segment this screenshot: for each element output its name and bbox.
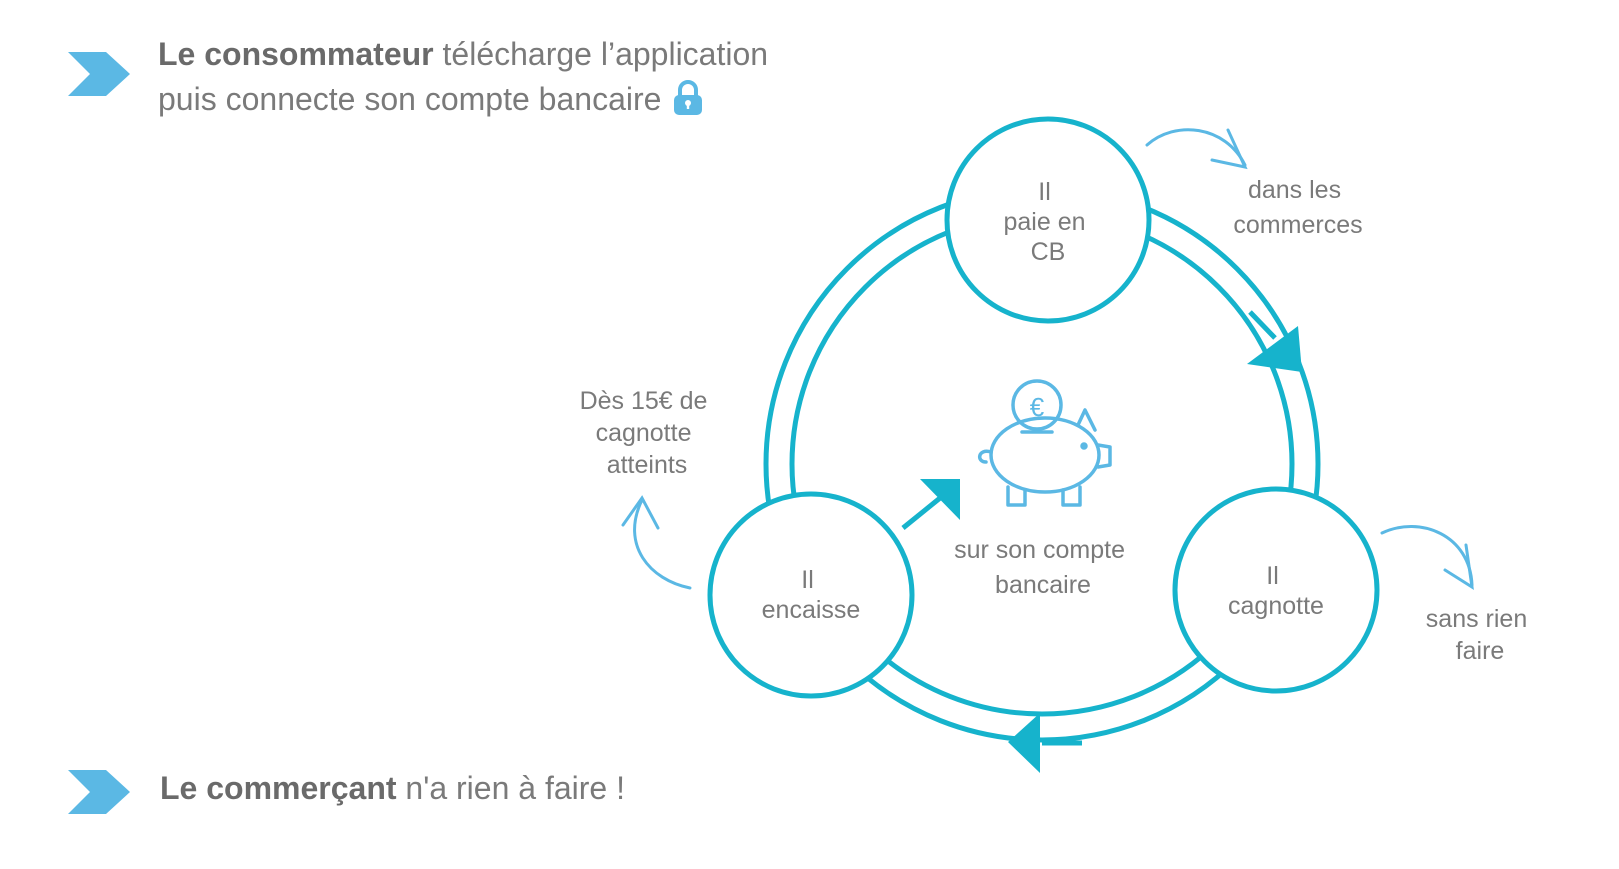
merchant-line: Le commerçant n'a rien à faire ! [160, 766, 625, 810]
node-right-line2: cagnotte [1228, 592, 1324, 620]
note-center-line2: bancaire [995, 571, 1091, 599]
node-right [1172, 486, 1380, 694]
note-right-line1: sans rien [1426, 605, 1527, 633]
node-top-line1: Il [1038, 178, 1051, 206]
chevron-right-icon [68, 52, 130, 96]
consumer-line1: télécharge l’application [433, 36, 769, 72]
merchant-bold: Le commerçant [160, 770, 397, 806]
node-left [707, 491, 915, 699]
consumer-bold: Le consommateur [158, 36, 434, 72]
inner-arrow-icon [901, 479, 960, 530]
curved-arrow-left-icon [621, 495, 692, 590]
node-left-line1: Il [801, 566, 814, 594]
node-left-line2: encaisse [762, 596, 861, 624]
consumer-intro: Le consommateur télécharge l’application… [158, 32, 768, 122]
note-top: dans les commerces [1233, 176, 1362, 239]
curved-arrow-right-icon [1380, 525, 1474, 590]
note-center-line1: sur son compte [954, 536, 1125, 564]
note-top-line1: dans les [1248, 176, 1341, 204]
note-left-line1: Dès 15€ de [580, 387, 708, 415]
note-top-line2: commerces [1233, 211, 1362, 239]
merchant-rest: n'a rien à faire ! [396, 770, 625, 806]
node-right-label: Il cagnotte [1228, 562, 1324, 620]
ring-arrow-right-icon [1247, 310, 1302, 372]
note-left-line3: atteints [607, 451, 688, 479]
lock-icon [674, 80, 703, 115]
note-right-line2: faire [1456, 637, 1505, 665]
note-left: Dès 15€ de cagnotte atteints [580, 387, 715, 479]
node-top-line3: CB [1031, 238, 1066, 266]
node-right-line1: Il [1266, 562, 1279, 590]
piggy-bank-euro-icon: € [978, 379, 1112, 507]
node-top-label: Il paie en CB [1004, 178, 1093, 266]
svg-text:€: € [1030, 392, 1045, 422]
note-right: sans rien faire [1426, 605, 1534, 665]
consumer-line2: puis connecte son compte bancaire [158, 81, 662, 117]
note-center: sur son compte bancaire [954, 536, 1132, 599]
chevron-right-icon [68, 770, 130, 814]
node-left-label: Il encaisse [762, 566, 861, 624]
node-top-line2: paie en [1004, 208, 1086, 236]
ring-arrow-bottom-icon [1008, 713, 1082, 773]
note-left-line2: cagnotte [596, 419, 692, 447]
curved-arrow-top-icon [1145, 128, 1248, 170]
node-top [944, 116, 1152, 324]
